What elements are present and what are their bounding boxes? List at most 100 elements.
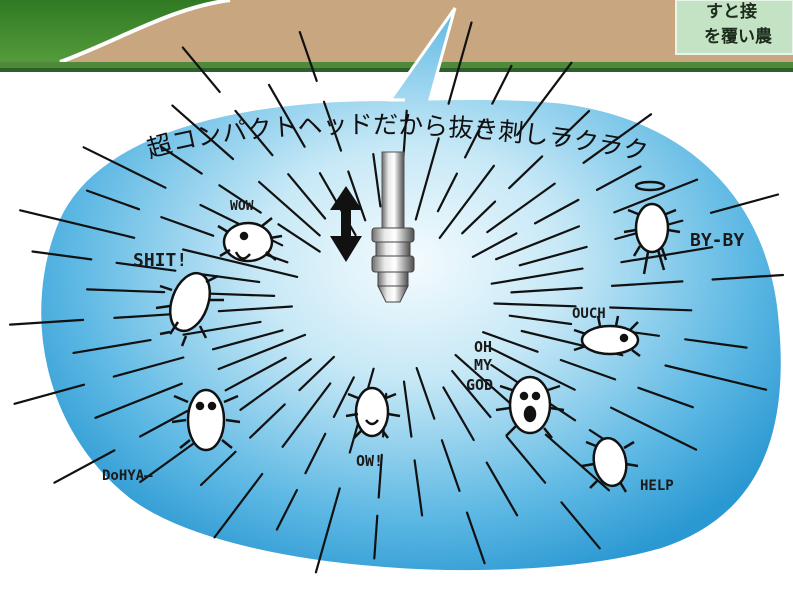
ray-line	[199, 450, 237, 487]
ray-line	[415, 367, 436, 420]
ray-line	[8, 318, 85, 326]
ray-line	[277, 223, 321, 253]
ray-line	[518, 245, 588, 267]
ray-line	[182, 248, 299, 278]
ray-line	[471, 232, 518, 258]
ray-line	[442, 386, 475, 442]
ray-line	[508, 155, 544, 190]
mite-wow	[217, 217, 283, 263]
label-my: MY	[474, 356, 492, 374]
ray-line	[495, 225, 581, 261]
ray-line	[160, 216, 215, 237]
corner-label-box: すと接 を覆い農	[675, 0, 793, 55]
ray-line	[610, 280, 684, 287]
ray-line	[298, 355, 335, 392]
ray-line	[72, 339, 152, 354]
ray-line	[560, 501, 601, 550]
ray-line	[454, 354, 520, 412]
ray-line	[85, 288, 166, 294]
ray-line	[287, 173, 327, 220]
corner-line-2: を覆い農	[704, 26, 772, 47]
ray-line	[239, 358, 312, 411]
ray-line	[181, 46, 221, 94]
label-oh: OH	[474, 338, 492, 356]
ray-line	[275, 489, 298, 531]
ray-line	[620, 246, 714, 264]
label-help: HELP	[640, 478, 674, 494]
ray-line	[82, 146, 167, 189]
ray-line	[436, 172, 458, 213]
ray-line	[488, 346, 576, 391]
ray-line	[249, 403, 286, 439]
ray-line	[485, 461, 519, 517]
ray-line	[486, 182, 556, 234]
mite-ouch	[573, 315, 641, 357]
mite-ow	[345, 386, 401, 439]
ray-line	[559, 358, 617, 381]
ray-line	[582, 113, 653, 164]
label-shit: SHIT!	[133, 250, 187, 271]
mite-shit	[155, 271, 224, 347]
ray-line	[414, 137, 440, 221]
ray-line	[322, 100, 343, 152]
ray-line	[664, 364, 768, 391]
ray-line	[510, 286, 583, 294]
ray-line	[332, 376, 355, 418]
ray-line	[609, 406, 698, 451]
ray-line	[112, 356, 185, 378]
ray-line	[224, 356, 287, 392]
ray-line	[709, 193, 780, 214]
ray-line	[508, 314, 573, 326]
soil-mound	[60, 0, 793, 62]
ray-line	[218, 184, 262, 214]
ray-line	[609, 306, 693, 312]
ray-line	[377, 453, 383, 499]
ray-line	[637, 386, 694, 409]
ray-line	[451, 370, 492, 419]
label-by-by: BY-BY	[690, 230, 744, 251]
label-wow: WOW	[230, 199, 254, 214]
ray-line	[85, 189, 141, 211]
top-scene	[0, 0, 793, 72]
mite-dohya	[171, 388, 241, 452]
ray-line	[53, 449, 116, 484]
ray-line	[555, 109, 591, 144]
ray-line	[217, 305, 293, 313]
ray-line	[438, 164, 495, 239]
ray-line	[372, 153, 382, 208]
mite-by-by	[623, 180, 681, 275]
ray-line	[516, 61, 573, 136]
ray-line	[13, 383, 86, 405]
probe-sensor-icon	[371, 151, 415, 303]
ray-line	[115, 261, 177, 272]
ray-line	[314, 487, 341, 574]
ray-line	[234, 109, 274, 157]
ray-line	[613, 178, 699, 214]
ray-line	[482, 331, 539, 353]
ray-line	[440, 439, 461, 492]
label-god: GOD	[466, 376, 493, 394]
ray-line	[533, 198, 580, 225]
ray-line	[182, 320, 262, 336]
ray-line	[464, 118, 486, 159]
exclamation-labels: WOW SHIT! BY-BY OUCH OH MY GOD OW! DoHYA…	[102, 199, 744, 494]
ray-line	[217, 333, 307, 371]
ray-line	[31, 250, 93, 261]
bubble-shape	[38, 7, 784, 574]
ray-line	[684, 338, 748, 349]
ray-line	[211, 329, 284, 351]
ray-line	[711, 273, 785, 281]
mite-help	[581, 436, 639, 493]
ray-line	[490, 267, 584, 285]
ray-line	[461, 200, 497, 235]
ray-line	[595, 165, 642, 191]
ray-line	[373, 514, 379, 560]
ray-line	[267, 83, 306, 148]
ray-line	[402, 380, 413, 438]
ray-line	[94, 382, 183, 419]
ray-line	[491, 64, 513, 105]
ray-line	[213, 472, 264, 539]
double-arrow-icon	[330, 186, 362, 262]
ray-line	[447, 21, 473, 105]
